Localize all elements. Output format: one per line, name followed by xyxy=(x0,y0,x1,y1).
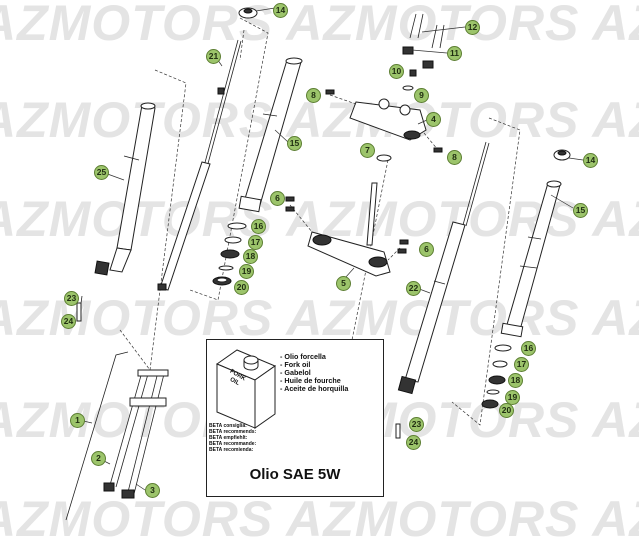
callout-part-25[interactable]: 25 xyxy=(94,165,109,180)
callout-part-22[interactable]: 22 xyxy=(406,281,421,296)
callout-part-4[interactable]: 4 xyxy=(426,112,441,127)
callout-part-12[interactable]: 12 xyxy=(465,20,480,35)
callout-part-17[interactable]: 17 xyxy=(248,235,263,250)
callout-part-15[interactable]: 15 xyxy=(287,136,302,151)
beta-line-de: BETA empfiehlt: xyxy=(209,435,248,441)
fork-oil-info-box: FORK OIL - Olio forcella - Fork oil - Ga… xyxy=(206,339,384,497)
oil-name-de: - Gabelol xyxy=(280,368,311,377)
callout-part-7[interactable]: 7 xyxy=(360,143,375,158)
callout-part-14[interactable]: 14 xyxy=(273,3,288,18)
callout-part-16[interactable]: 16 xyxy=(521,341,536,356)
oil-grade-title: Olio SAE 5W xyxy=(249,466,341,483)
callout-part-18[interactable]: 18 xyxy=(243,249,258,264)
callout-part-6[interactable]: 6 xyxy=(270,191,285,206)
callout-part-2[interactable]: 2 xyxy=(91,451,106,466)
callout-part-5[interactable]: 5 xyxy=(336,276,351,291)
outer-tube-15-left xyxy=(212,7,303,286)
callout-part-11[interactable]: 11 xyxy=(447,46,462,61)
oil-name-en: - Fork oil xyxy=(280,360,311,369)
beta-line-en: BETA recommends: xyxy=(209,429,257,435)
callout-part-19[interactable]: 19 xyxy=(239,264,254,279)
callout-part-14[interactable]: 14 xyxy=(583,153,598,168)
callout-part-8[interactable]: 8 xyxy=(447,150,462,165)
callout-part-3[interactable]: 3 xyxy=(145,483,160,498)
fork-leg-25 xyxy=(76,69,187,371)
beta-line-it: BETA consiglia: xyxy=(209,423,247,429)
fork-leg-22 xyxy=(395,117,521,439)
callout-part-23[interactable]: 23 xyxy=(409,417,424,432)
bottom-triple-clamp-5 xyxy=(285,182,409,277)
callout-part-20[interactable]: 20 xyxy=(234,280,249,295)
oil-can-icon xyxy=(215,349,277,429)
damper-rod-21 xyxy=(157,17,269,301)
oil-name-es: - Aceite de horquilla xyxy=(280,384,349,393)
callout-part-23[interactable]: 23 xyxy=(64,291,79,306)
callout-part-1[interactable]: 1 xyxy=(70,413,85,428)
callout-part-24[interactable]: 24 xyxy=(61,314,76,329)
oil-name-fr: - Huile de fourche xyxy=(280,376,341,385)
callout-part-21[interactable]: 21 xyxy=(206,49,221,64)
fork-assembly-1 xyxy=(65,351,169,521)
callout-part-10[interactable]: 10 xyxy=(389,64,404,79)
top-triple-clamp-4 xyxy=(325,13,445,401)
beta-recommends-list: BETA consiglia: BETA recommends: BETA em… xyxy=(207,423,256,453)
callout-part-15[interactable]: 15 xyxy=(573,203,588,218)
callout-part-8[interactable]: 8 xyxy=(306,88,321,103)
callout-part-24[interactable]: 24 xyxy=(406,435,421,450)
callout-part-6[interactable]: 6 xyxy=(419,242,434,257)
callout-part-9[interactable]: 9 xyxy=(414,88,429,103)
oil-name-translations: - Olio forcella - Fork oil - Gabelol - H… xyxy=(280,353,348,393)
callout-part-18[interactable]: 18 xyxy=(508,373,523,388)
callout-part-19[interactable]: 19 xyxy=(505,390,520,405)
callout-part-17[interactable]: 17 xyxy=(514,357,529,372)
beta-line-fr: BETA recommande: xyxy=(209,441,257,447)
beta-line-es: BETA recomienda: xyxy=(209,447,254,453)
outer-tube-15-right xyxy=(481,149,571,409)
oil-name-it: - Olio forcella xyxy=(280,352,326,361)
callout-part-16[interactable]: 16 xyxy=(251,219,266,234)
callout-part-20[interactable]: 20 xyxy=(499,403,514,418)
